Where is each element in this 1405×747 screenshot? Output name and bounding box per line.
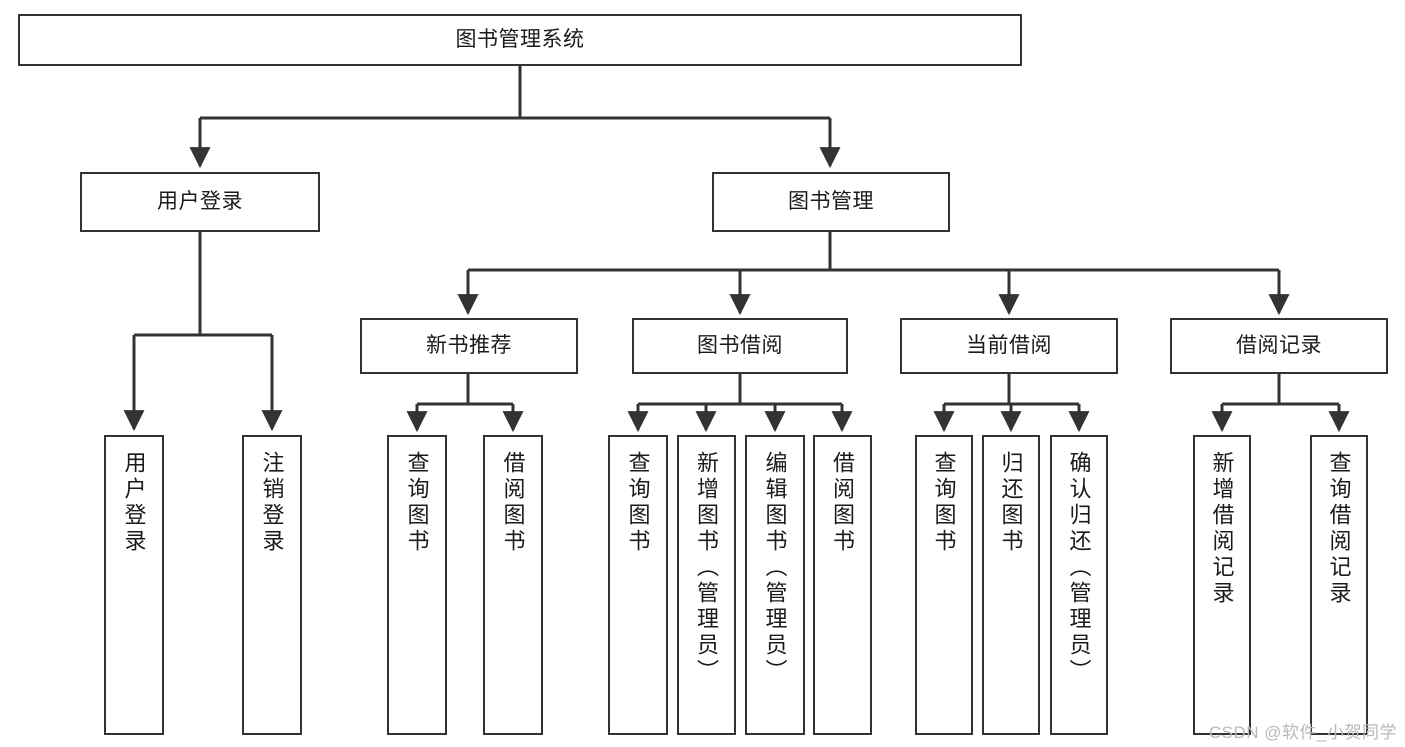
node-book-borrow[interactable]: 图书借阅 — [632, 318, 848, 374]
leaf-book-borrow-1[interactable]: 查询图书 — [608, 435, 668, 735]
node-book-manage[interactable]: 图书管理 — [712, 172, 950, 232]
leaf-label: 注销登录 — [259, 451, 285, 555]
leaf-borrow-records-2[interactable]: 查询借阅记录 — [1310, 435, 1368, 735]
node-book-borrow-label: 图书借阅 — [697, 333, 783, 357]
leaf-user-login-1[interactable]: 用户登录 — [104, 435, 164, 735]
leaf-label: 查询图书 — [404, 451, 430, 555]
leaf-label: 查询图书 — [625, 451, 651, 555]
leaf-book-borrow-2[interactable]: 新增图书（管理员） — [677, 435, 736, 735]
leaf-label: 查询借阅记录 — [1326, 451, 1352, 607]
node-root-label: 图书管理系统 — [455, 27, 585, 51]
leaf-label: 确认归还（管理员） — [1066, 451, 1092, 685]
node-borrow-records[interactable]: 借阅记录 — [1170, 318, 1388, 374]
node-user-login[interactable]: 用户登录 — [80, 172, 320, 232]
leaf-new-book-1[interactable]: 查询图书 — [387, 435, 447, 735]
leaf-label: 归还图书 — [998, 451, 1024, 555]
leaf-user-login-2[interactable]: 注销登录 — [242, 435, 302, 735]
leaf-label: 借阅图书 — [830, 451, 856, 555]
node-book-manage-label: 图书管理 — [788, 189, 874, 213]
leaf-label: 编辑图书（管理员） — [762, 451, 788, 685]
leaf-book-borrow-3[interactable]: 编辑图书（管理员） — [745, 435, 805, 735]
node-new-book-recommend[interactable]: 新书推荐 — [360, 318, 578, 374]
leaf-label: 新增借阅记录 — [1209, 451, 1235, 607]
leaf-label: 用户登录 — [121, 451, 147, 555]
leaf-label: 查询图书 — [931, 451, 957, 555]
leaf-book-borrow-4[interactable]: 借阅图书 — [813, 435, 872, 735]
watermark-text: CSDN @软件_小贺同学 — [1208, 723, 1397, 742]
leaf-current-borrow-1[interactable]: 查询图书 — [915, 435, 973, 735]
node-current-borrow-label: 当前借阅 — [966, 333, 1052, 357]
leaf-label: 借阅图书 — [500, 451, 526, 555]
leaf-borrow-records-1[interactable]: 新增借阅记录 — [1193, 435, 1251, 735]
leaf-current-borrow-2[interactable]: 归还图书 — [982, 435, 1040, 735]
leaf-current-borrow-3[interactable]: 确认归还（管理员） — [1050, 435, 1108, 735]
node-user-login-label: 用户登录 — [157, 189, 243, 213]
node-current-borrow[interactable]: 当前借阅 — [900, 318, 1118, 374]
node-new-book-recommend-label: 新书推荐 — [426, 333, 512, 357]
leaf-new-book-2[interactable]: 借阅图书 — [483, 435, 543, 735]
leaf-label: 新增图书（管理员） — [694, 451, 720, 685]
node-borrow-records-label: 借阅记录 — [1236, 333, 1322, 357]
node-root[interactable]: 图书管理系统 — [18, 14, 1022, 66]
